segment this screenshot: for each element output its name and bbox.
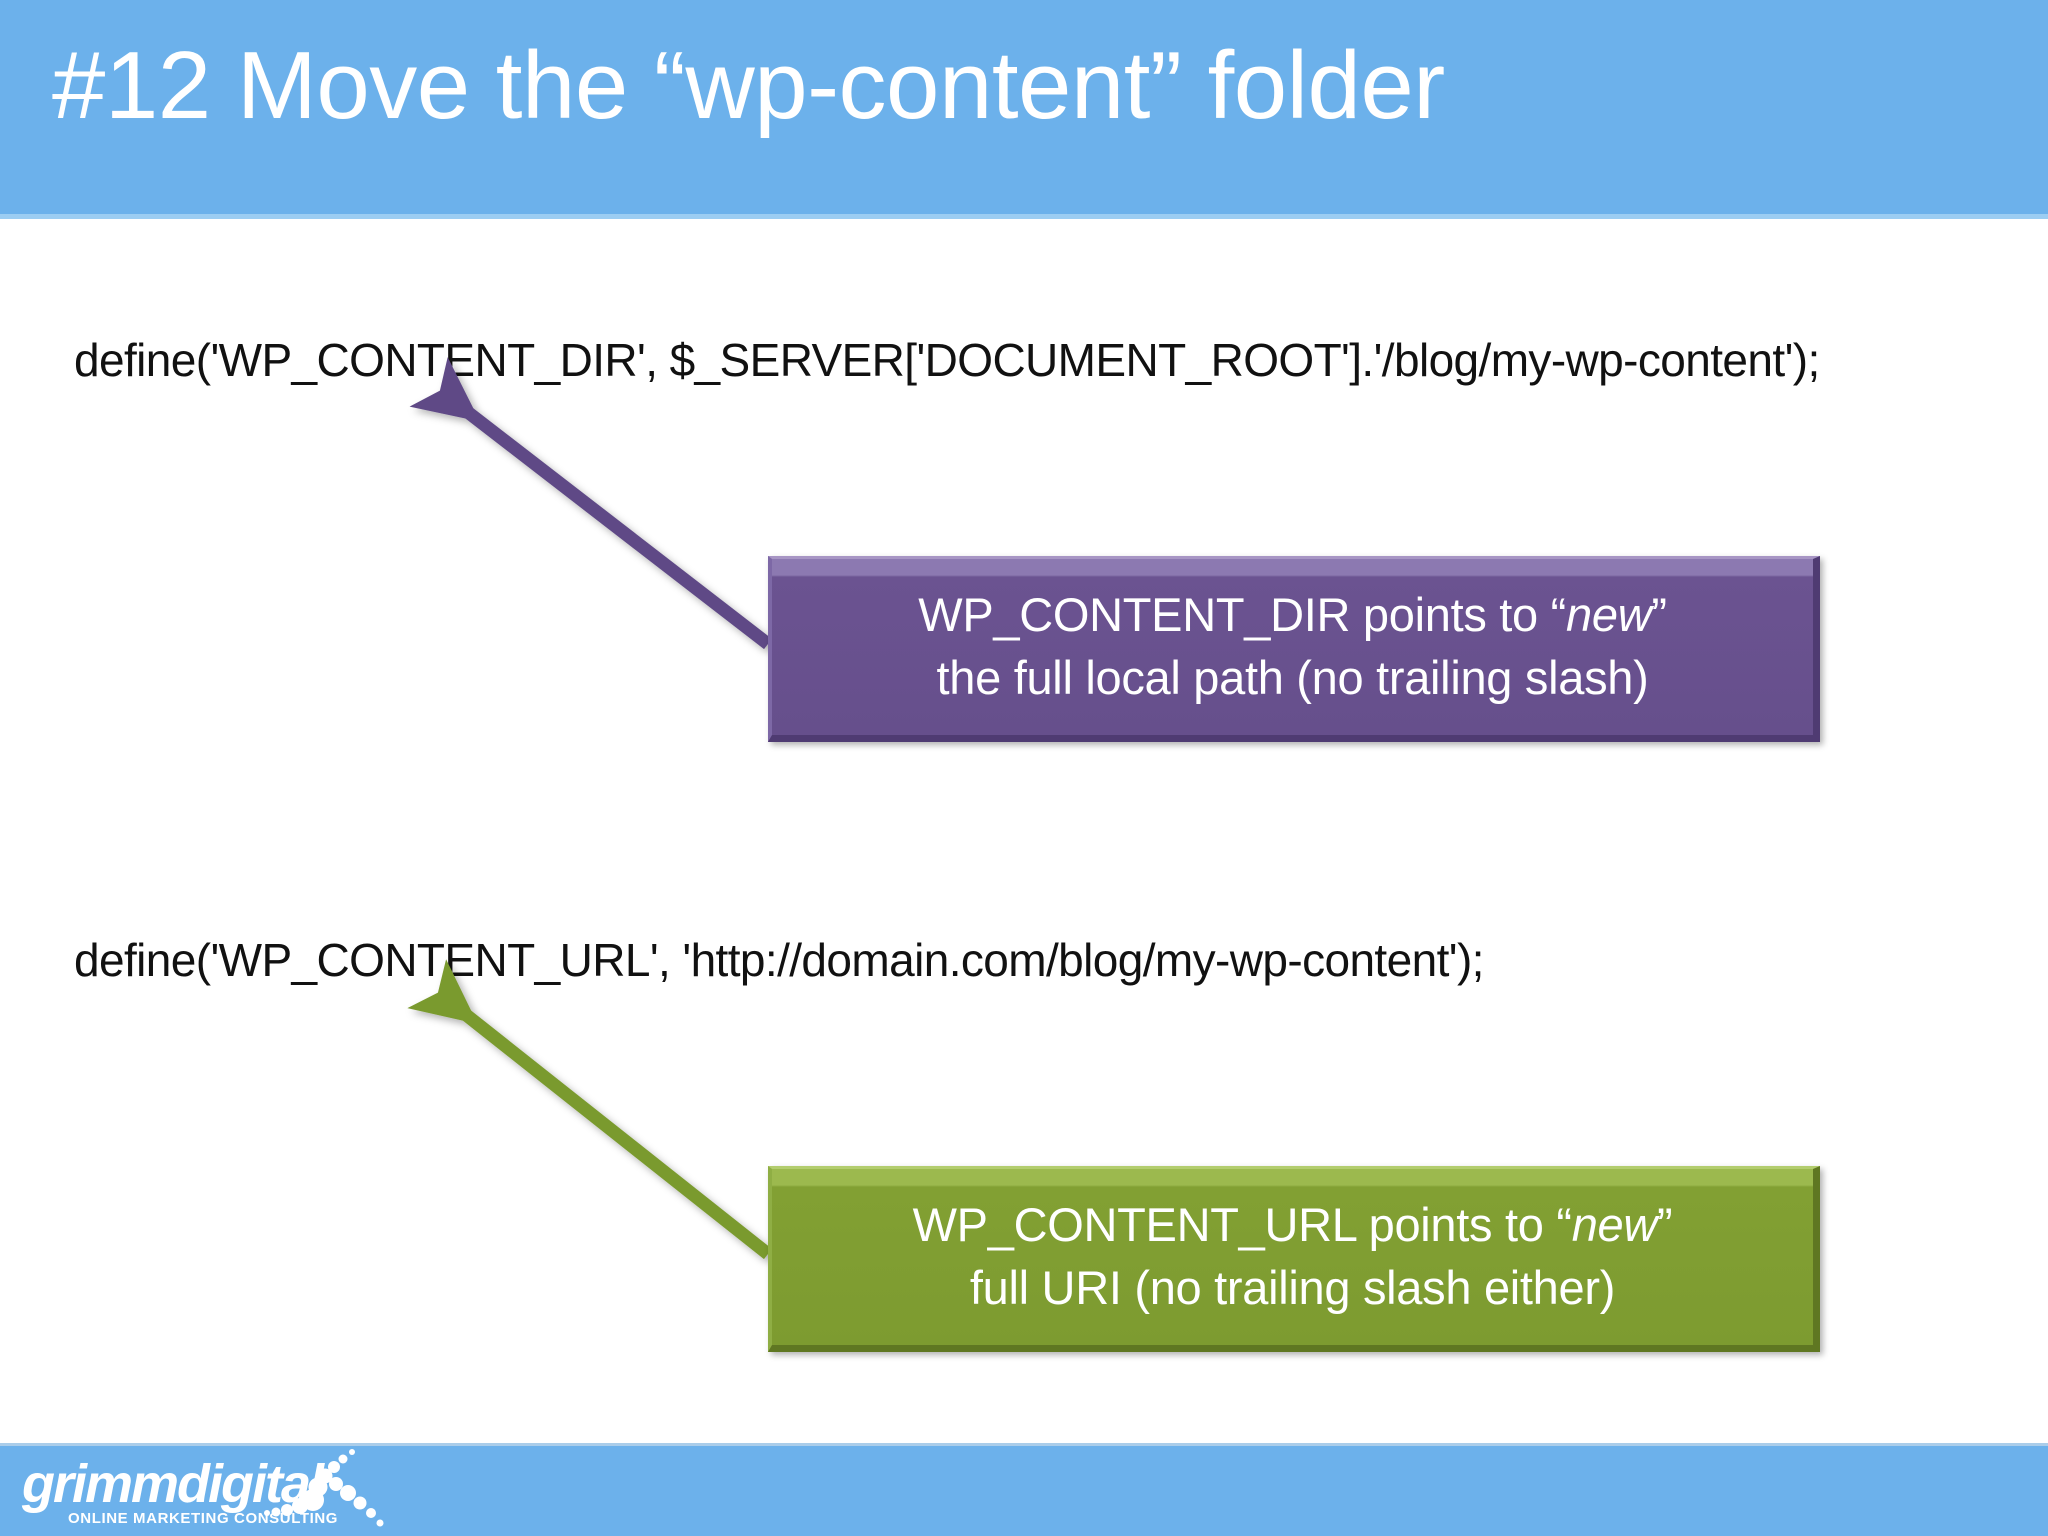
callout-dir-line2: the full local path (no trailing slash) [936,651,1649,704]
footer-topline [0,1443,2048,1447]
callout-url-line2: full URI (no trailing slash either) [969,1261,1616,1314]
callout-url-line1-suffix: ” [1657,1198,1673,1251]
callout-dir-line1-suffix: ” [1651,588,1667,641]
code-line-wp-content-dir: define('WP_CONTENT_DIR', $_SERVER['DOCUM… [74,334,1820,386]
page-title: #12 Move the “wp-content” folder [52,32,1445,139]
callout-dir-line1: WP_CONTENT_DIR points to “new” [918,583,1667,646]
header-underline [0,214,2048,219]
arrow-url [407,959,773,1260]
code-line-wp-content-url: define('WP_CONTENT_URL', 'http://domain.… [74,934,1484,986]
callout-wp-content-dir: WP_CONTENT_DIR points to “new” the full … [768,556,1820,742]
callout-dir-line1-emphasis: new [1566,588,1652,641]
callout-wp-content-url: WP_CONTENT_URL points to “new” full URI … [768,1166,1820,1352]
brand-logo: grimmdigital ONLINE MARKETING CONSULTING [22,1452,402,1536]
callout-url-line1-prefix: WP_CONTENT_URL points to “ [912,1198,1572,1251]
logo-tagline: ONLINE MARKETING CONSULTING [68,1510,339,1527]
arrow-dir [409,357,772,650]
callout-url-line1: WP_CONTENT_URL points to “new” [913,1193,1673,1256]
logo-dot-swoosh-icon [264,1449,384,1527]
logo-wordmark: grimmdigital [22,1454,324,1514]
callout-url-line1-emphasis: new [1571,1198,1658,1251]
callout-dir-line1-prefix: WP_CONTENT_DIR points to “ [918,588,1567,641]
header-band [0,0,2048,219]
